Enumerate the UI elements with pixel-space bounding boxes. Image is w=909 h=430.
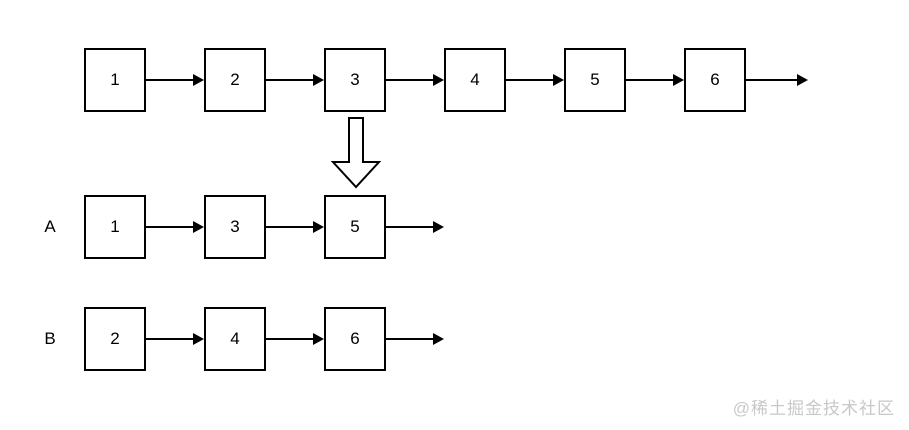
list-b-node: 6 [324,307,386,371]
node-value: 1 [110,217,120,236]
list-a-label: A [44,217,56,236]
node-value: 2 [110,329,120,348]
main-list-node: 6 [684,48,746,112]
right-arrow-icon [506,74,564,86]
right-arrow-icon [266,221,324,233]
node-value: 2 [230,70,240,89]
main-list-node: 3 [324,48,386,112]
right-arrow-icon [626,74,684,86]
node-value: 5 [590,70,600,89]
right-arrow-icon [386,221,444,233]
list-b-label: B [44,329,56,348]
list-b-node: 2 [84,307,146,371]
right-arrow-icon [146,333,204,345]
list-a-node: 1 [84,195,146,259]
right-arrow-icon [266,333,324,345]
node-value: 3 [350,70,360,89]
main-list-node: 2 [204,48,266,112]
split-down-arrow-icon [330,117,382,189]
main-list-node: 5 [564,48,626,112]
node-value: 3 [230,217,240,236]
node-value: 4 [230,329,240,348]
list-a-node: 3 [204,195,266,259]
main-list-node: 4 [444,48,506,112]
right-arrow-icon [146,74,204,86]
node-value: 6 [710,70,720,89]
node-value: 6 [350,329,360,348]
right-arrow-icon [746,74,808,86]
node-value: 4 [470,70,480,89]
list-a-node: 5 [324,195,386,259]
node-value: 5 [350,217,360,236]
right-arrow-icon [146,221,204,233]
right-arrow-icon [386,333,444,345]
main-list-node: 1 [84,48,146,112]
right-arrow-icon [386,74,444,86]
node-value: 1 [110,70,120,89]
right-arrow-icon [266,74,324,86]
watermark-text: @稀土掘金技术社区 [732,399,895,418]
list-b-node: 4 [204,307,266,371]
